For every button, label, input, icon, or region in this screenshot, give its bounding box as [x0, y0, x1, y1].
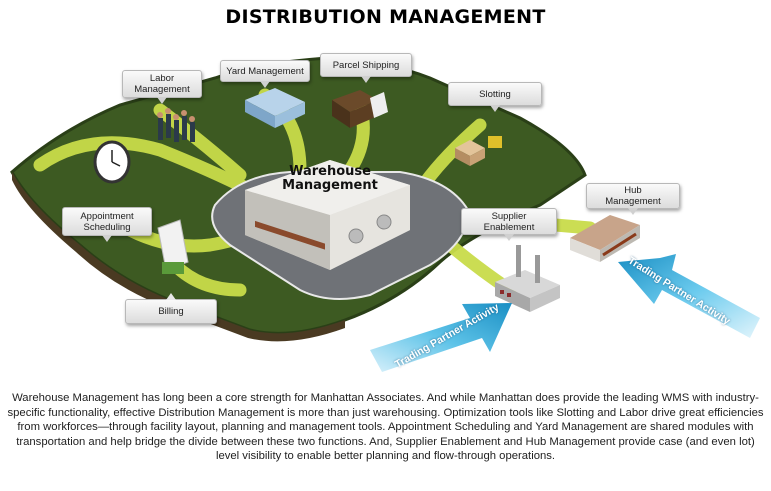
label-text: Slotting [479, 88, 511, 100]
warehouse-building [245, 160, 410, 270]
label-text: Scheduling [83, 221, 131, 233]
label-text: Yard Management [226, 65, 304, 77]
workers-icon [157, 108, 195, 142]
center-label-line: Management [282, 178, 378, 193]
parcel-truck-icon [332, 90, 388, 128]
description-paragraph: Warehouse Management has long been a cor… [7, 392, 764, 463]
trading-partner-arrow-right [618, 254, 760, 338]
billing-icon [157, 219, 189, 274]
label-text: Management [134, 84, 190, 95]
label-text: Enablement [483, 221, 535, 233]
factory-icon [495, 245, 560, 312]
label-text: Parcel Shipping [332, 59, 400, 71]
label-text: Billing [158, 306, 184, 317]
label-slotting[interactable]: Slotting [448, 82, 542, 112]
label-billing[interactable]: Billing [125, 293, 217, 324]
label-text: Hub [624, 185, 642, 196]
page-title: DISTRIBUTION MANAGEMENT [225, 6, 546, 28]
label-parcel-shipping[interactable]: Parcel Shipping [320, 53, 412, 83]
center-label-line: Warehouse [289, 164, 371, 179]
label-text: Labor [149, 73, 175, 84]
yard-containers-icon [245, 88, 305, 128]
trading-partner-arrow-left [370, 303, 512, 372]
label-text: Supplier [491, 210, 527, 222]
clock-icon [93, 140, 131, 184]
label-yard-management[interactable]: Yard Management [220, 60, 310, 88]
label-text: Appointment [80, 210, 134, 222]
slotting-boxes-icon [455, 136, 502, 166]
label-text: Management [605, 196, 661, 207]
hub-building-icon [570, 215, 640, 262]
distribution-diagram [10, 56, 760, 372]
